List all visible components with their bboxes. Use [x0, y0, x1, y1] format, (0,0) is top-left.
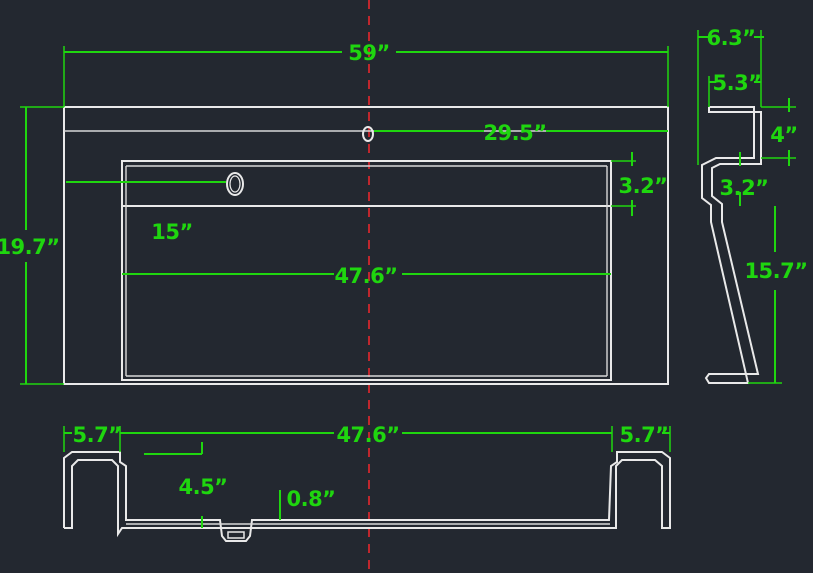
label-bottom-right: 5.7” [619, 423, 668, 447]
faucet-hole-icon [362, 126, 374, 142]
side-view-profile [701, 106, 762, 384]
label-bottom-inner: 47.6” [336, 423, 399, 447]
top-view-basin-outline [121, 160, 612, 381]
label-bottom-slope: 0.8” [286, 487, 335, 511]
side-view [701, 106, 762, 384]
label-side-back: 4” [770, 123, 797, 147]
label-height: 19.7” [0, 235, 60, 259]
top-view [63, 106, 669, 385]
label-top-width: 59” [348, 41, 390, 65]
label-rim-height: 3.2” [618, 174, 667, 198]
dimension-lines: 59” 19.7” 29.5” 15” 47.6” 3.2” 6.3” [0, 26, 808, 528]
label-inner-width: 47.6” [334, 264, 397, 288]
label-faucet-offset: 29.5” [483, 121, 546, 145]
drain-hole-inner-icon [229, 175, 241, 193]
label-bottom-left: 5.7” [72, 423, 121, 447]
drain-hole-icon [226, 172, 244, 196]
label-side-inner-top: 5.3” [712, 71, 761, 95]
bottom-view-profile [63, 451, 671, 542]
label-side-depth: 15.7” [744, 259, 807, 283]
bottom-view [63, 451, 671, 542]
label-side-top: 6.3” [706, 26, 755, 50]
label-bottom-depth: 4.5” [178, 475, 227, 499]
bottom-drain-outlet [227, 531, 245, 539]
label-drain-offset: 15” [151, 220, 193, 244]
top-view-outer-outline [63, 106, 669, 385]
label-side-rim: 3.2” [719, 176, 768, 200]
